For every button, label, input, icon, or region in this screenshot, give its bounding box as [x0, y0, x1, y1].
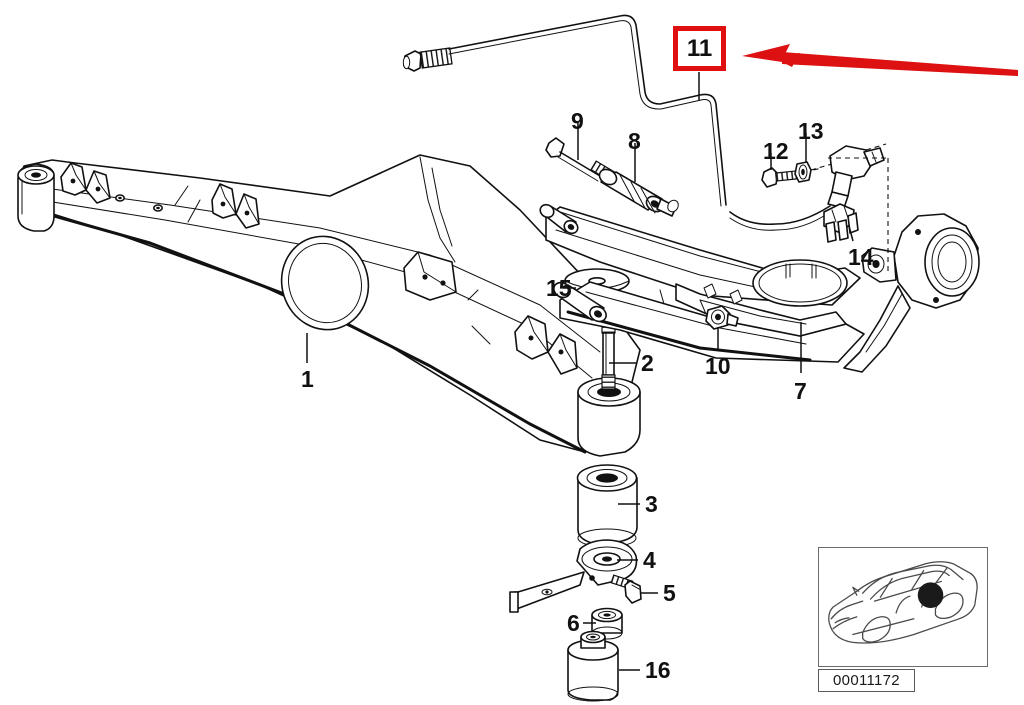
vehicle-locator-inset — [818, 547, 988, 667]
callout-12[interactable]: 12 — [763, 138, 789, 164]
trailing-arm-spring-seat — [752, 259, 848, 307]
subframe-bracket-a — [60, 162, 111, 204]
part-14-cable-clip — [823, 203, 859, 243]
callout-label-11: 11 — [686, 34, 713, 62]
subframe-bracket-b — [211, 183, 260, 229]
part-13-sensor-grommet — [794, 161, 833, 183]
part-4-support-bracket — [509, 539, 638, 613]
part-10-nut — [705, 305, 739, 330]
callout-5[interactable]: 5 — [663, 580, 676, 606]
callout-4[interactable]: 4 — [643, 547, 656, 573]
subframe-bracket-c — [514, 315, 578, 375]
brake-line-end-fitting — [402, 47, 453, 72]
part-1-rear-axle-subframe — [17, 154, 641, 457]
subframe-left-bushing — [17, 163, 55, 232]
callout-8[interactable]: 8 — [628, 128, 641, 154]
part-16-large-rubber-mount — [567, 630, 619, 702]
callout-10[interactable]: 10 — [705, 353, 731, 379]
rear-axle-location-dot — [917, 582, 944, 608]
callout-16[interactable]: 16 — [645, 657, 671, 683]
abs-wheel-speed-sensor — [729, 143, 887, 231]
highlighted-callout-11[interactable]: 11 — [673, 26, 726, 71]
callout-2[interactable]: 2 — [641, 350, 654, 376]
callout-14[interactable]: 14 — [848, 244, 874, 270]
subframe-differential-opening — [280, 235, 370, 331]
callout-13[interactable]: 13 — [798, 118, 824, 144]
callout-9[interactable]: 9 — [571, 108, 584, 134]
callout-3[interactable]: 3 — [645, 491, 658, 517]
part-3-rubber-mount-bushing — [576, 464, 638, 548]
callout-6[interactable]: 6 — [567, 610, 580, 636]
vehicle-outline-drawing — [828, 561, 978, 644]
part-5-bracket-bolt — [610, 574, 642, 604]
callout-15[interactable]: 15 — [546, 275, 572, 301]
part-8-bushing-sleeve — [598, 168, 679, 217]
inset-part-number-caption: 00011172 — [818, 669, 915, 692]
callout-leader-lines — [306, 72, 854, 671]
trailing-arm-rear-bushing — [553, 281, 607, 323]
red-annotation-arrow — [742, 44, 1018, 76]
subframe-right-mount — [577, 377, 641, 457]
part-9-through-bolt — [545, 137, 616, 182]
part-12-sensor-bolt — [761, 167, 823, 188]
rear-wheel-carrier — [828, 157, 980, 373]
trailing-arm-front-bushing — [539, 203, 579, 235]
part-11-brake-line — [402, 14, 727, 207]
callout-7[interactable]: 7 — [794, 378, 807, 404]
callout-1[interactable]: 1 — [301, 366, 314, 392]
